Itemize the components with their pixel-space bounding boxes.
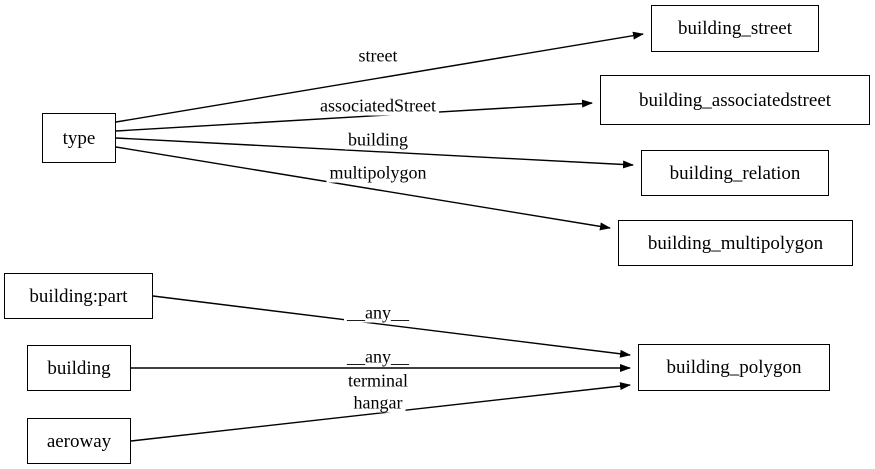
- edge-label-part-any: __any__: [344, 303, 412, 323]
- node-building[interactable]: building: [27, 345, 131, 391]
- node-label: type: [62, 127, 96, 149]
- node-label: building: [47, 357, 111, 379]
- node-building_polygon[interactable]: building_polygon: [638, 344, 830, 391]
- node-building_multipolygon[interactable]: building_multipolygon: [618, 220, 853, 266]
- node-label: building_street: [678, 18, 792, 39]
- edge-type-street: [115, 31, 644, 123]
- node-type[interactable]: type: [42, 113, 116, 163]
- node-label: building:part: [29, 285, 128, 307]
- edge-label-type-building: building: [344, 130, 412, 150]
- node-building_street[interactable]: building_street: [651, 5, 819, 52]
- node-label: aeroway: [46, 430, 112, 452]
- edge-aeroway-terminal: [130, 382, 631, 442]
- node-label: building_polygon: [666, 357, 802, 378]
- node-label: building_multipolygon: [647, 232, 824, 254]
- edge-label-aeroway-terminal: terminal: [345, 371, 411, 391]
- node-building_part[interactable]: building:part: [4, 273, 153, 319]
- edge-label-type-street: street: [355, 46, 401, 66]
- edge-type-associatedstreet: [115, 99, 593, 132]
- edge-label-type-multipolygon: multipolygon: [326, 163, 430, 183]
- edge-part-any: [152, 295, 631, 358]
- node-label: building_relation: [669, 162, 801, 184]
- node-aeroway[interactable]: aeroway: [27, 418, 131, 464]
- edge-label-building-any: __any__: [344, 347, 412, 367]
- edge-type-building: [115, 137, 634, 169]
- edge-label-type-associatedstreet: associatedStreet: [317, 96, 439, 116]
- node-label: building_associatedstreet: [638, 89, 832, 111]
- edge-label-aeroway-hangar: hangar: [350, 393, 406, 413]
- node-building_associatedstreet[interactable]: building_associatedstreet: [600, 75, 870, 125]
- edge-type-multipolygon: [115, 146, 611, 231]
- node-building_relation[interactable]: building_relation: [641, 150, 829, 196]
